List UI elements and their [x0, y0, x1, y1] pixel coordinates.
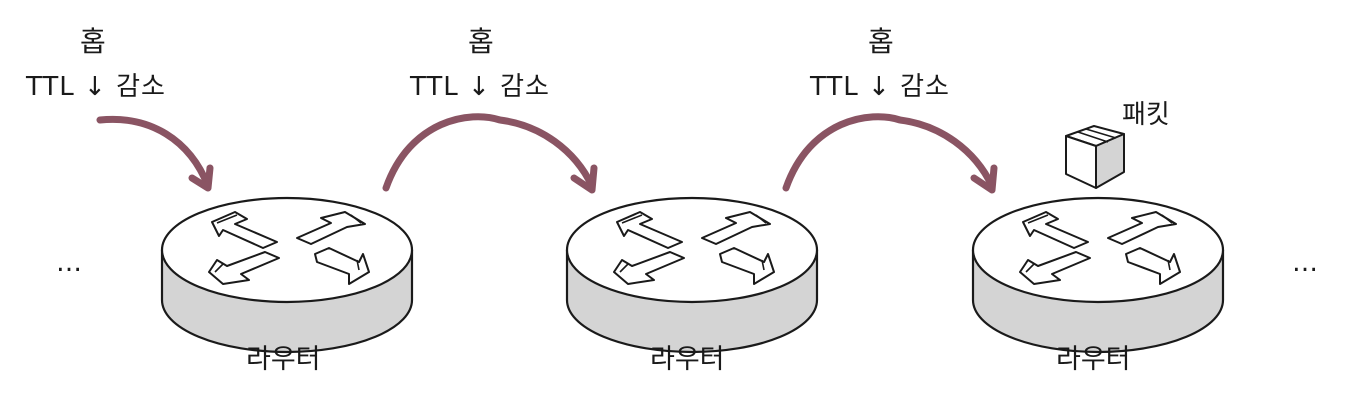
hop-title-2: 홉	[468, 25, 494, 58]
packet-label: 패킷	[1122, 100, 1170, 130]
hop-arrow-2	[382, 113, 598, 194]
router-label-1: 라우터	[246, 344, 321, 375]
ellipsis-left: …	[56, 248, 84, 278]
hop-title-3: 홉	[868, 25, 894, 58]
router-3	[971, 196, 1225, 354]
router-label-3: 라우터	[1056, 344, 1131, 375]
router-1	[160, 196, 414, 354]
ellipsis-right: …	[1292, 248, 1320, 278]
hop-arrow-1	[96, 115, 214, 192]
hop-text-2: TTL ↓ 감소	[410, 72, 550, 102]
router-label-2: 라우터	[650, 344, 725, 375]
hop-text-3: TTL ↓ 감소	[810, 72, 950, 102]
hop-text-1: TTL ↓ 감소	[26, 72, 166, 102]
router-2	[565, 196, 819, 354]
hop-title-1: 홉	[80, 25, 106, 58]
box-icon	[1065, 125, 1125, 189]
hop-arrow-3	[782, 113, 998, 194]
